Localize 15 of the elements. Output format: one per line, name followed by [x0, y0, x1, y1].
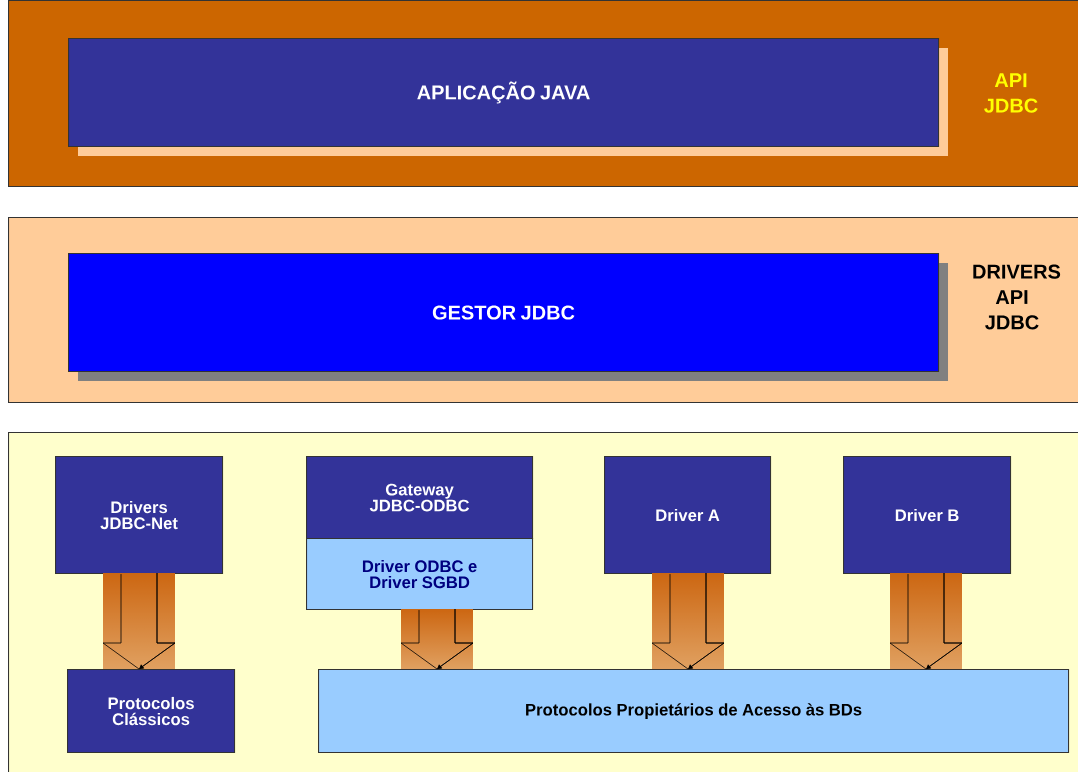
layer-box: APLICAÇÃO JAVA	[68, 38, 940, 148]
component-box: Driver ODBC e Driver SGBD	[306, 538, 534, 611]
component-box: Protocolos Clássicos	[67, 669, 236, 754]
component-box: Protocolos Propietários de Acesso às BDs	[318, 669, 1070, 754]
component-box: Driver A	[604, 456, 772, 575]
layer-box: GESTOR JDBC	[68, 253, 940, 373]
component-box: Drivers JDBC-Net	[55, 456, 224, 575]
side-label: DRIVERS API JDBC	[973, 264, 1061, 330]
block-arrow	[400, 608, 474, 670]
component-box: Gateway JDBC-ODBC	[306, 456, 534, 540]
component-box: Driver B	[843, 456, 1012, 575]
block-arrow	[102, 572, 176, 670]
block-arrow	[651, 572, 725, 670]
side-label: API JDBC	[984, 73, 1038, 113]
block-arrow	[889, 572, 963, 670]
